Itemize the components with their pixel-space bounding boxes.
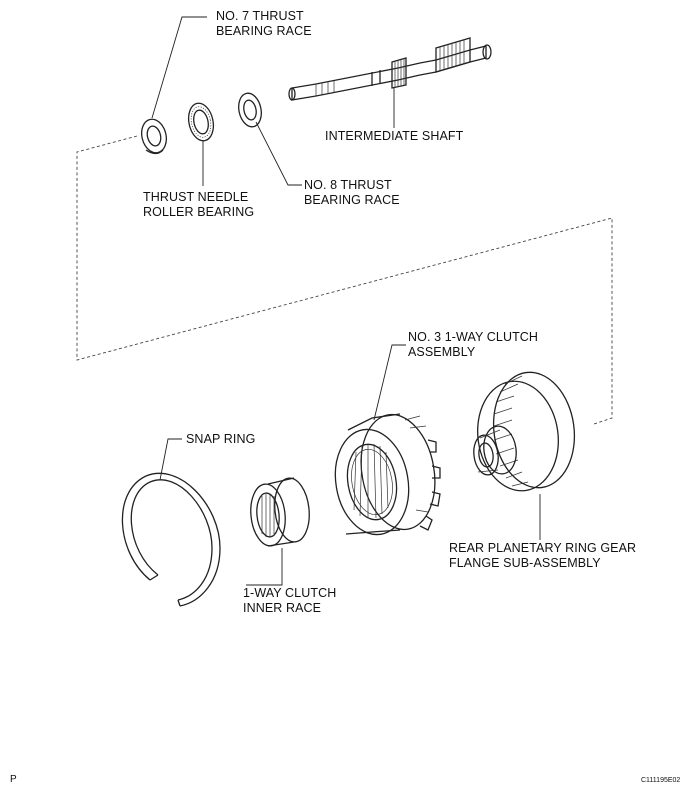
inner-race-label-line1: 1-WAY CLUTCH <box>243 586 337 600</box>
no8-label-line1: NO. 8 THRUST <box>304 178 392 192</box>
thrust-needle-label-line2: ROLLER BEARING <box>143 205 255 219</box>
thrust-needle-roller-bearing-part <box>187 102 215 142</box>
snap-ring-leader-line <box>159 438 182 481</box>
inner-race-label-line2: INNER RACE <box>243 601 322 615</box>
no7-label-line2: BEARING RACE <box>216 24 312 38</box>
no8-leader-line <box>255 121 302 186</box>
corner-mark: P <box>10 774 17 785</box>
snap-ring-label: SNAP RING <box>186 432 256 446</box>
intermediate-shaft-part <box>288 37 492 101</box>
no3-one-way-clutch-assembly-part <box>334 413 441 536</box>
assembly-alignment-dashed-line <box>76 135 613 425</box>
no3-leader-line <box>373 344 406 421</box>
inner-race-leader-line <box>246 548 283 586</box>
no7-leader-line <box>151 16 207 119</box>
rear-planetary-label-line1: REAR PLANETARY RING GEAR <box>449 541 637 555</box>
figure-code: C111195E02 <box>641 777 681 784</box>
thrust-needle-label-line1: THRUST NEEDLE <box>143 190 249 204</box>
one-way-clutch-inner-race-part <box>250 477 310 547</box>
intermediate-shaft-label: INTERMEDIATE SHAFT <box>325 129 464 143</box>
no7-thrust-bearing-race-part <box>141 118 167 155</box>
no3-label-line1: NO. 3 1-WAY CLUTCH <box>408 330 539 344</box>
no7-label-line1: NO. 7 THRUST <box>216 9 304 23</box>
no8-label-line2: BEARING RACE <box>304 193 400 207</box>
rear-planetary-label-line2: FLANGE SUB-ASSEMBLY <box>449 556 601 570</box>
snap-ring-part <box>121 472 221 607</box>
no3-label-line2: ASSEMBLY <box>408 345 476 359</box>
no8-thrust-bearing-race-part <box>238 92 262 128</box>
rear-planetary-ring-gear-flange-part <box>473 371 576 492</box>
